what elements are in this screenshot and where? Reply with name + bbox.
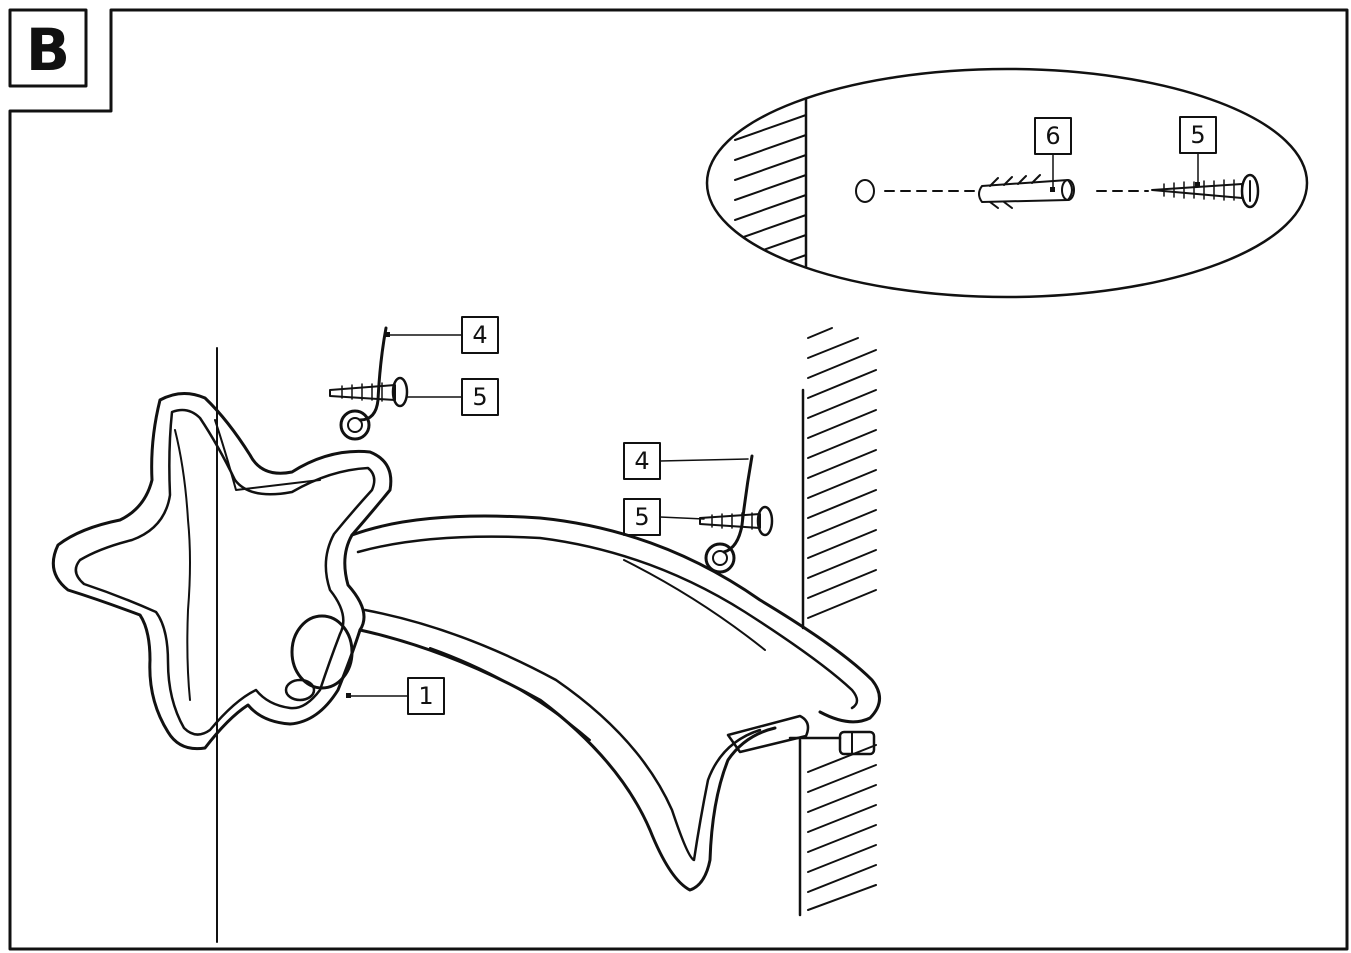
- svg-text:5: 5: [634, 503, 649, 531]
- callout-right-hook: 4: [623, 442, 749, 480]
- svg-text:6: 6: [1045, 122, 1060, 150]
- end-connector-icon: [726, 714, 810, 754]
- screw-icon: [1151, 173, 1260, 209]
- drill-hole-icon: [855, 179, 875, 203]
- svg-text:4: 4: [472, 321, 487, 349]
- shooting-star-icon: [51, 392, 881, 892]
- screw-icon-right: [699, 505, 774, 537]
- section-badge: B: [8, 8, 88, 88]
- dowel-icon: [978, 174, 1075, 209]
- callout-top-screw: 5: [407, 378, 499, 416]
- callout-inset-dowel: 6: [1034, 117, 1072, 192]
- callout-top-hook: 4: [385, 316, 499, 354]
- inset-detail: 6 5: [705, 67, 1309, 299]
- callout-right-screw: 5: [623, 498, 705, 536]
- svg-text:5: 5: [472, 383, 487, 411]
- screw-icon-top: [329, 376, 409, 408]
- inset-wall-hatching: [734, 114, 807, 276]
- hook-icon-top: [339, 326, 388, 441]
- svg-text:5: 5: [1190, 121, 1205, 149]
- svg-text:1: 1: [418, 682, 433, 710]
- inset-ellipse: [705, 67, 1309, 299]
- callout-light-figure: 1: [346, 677, 445, 715]
- callout-inset-screw: 5: [1179, 116, 1217, 187]
- wall-hatching: [807, 327, 877, 911]
- wall-section: [798, 327, 877, 917]
- figure-frame: [8, 8, 1349, 951]
- svg-text:4: 4: [634, 447, 649, 475]
- section-label: B: [26, 16, 70, 84]
